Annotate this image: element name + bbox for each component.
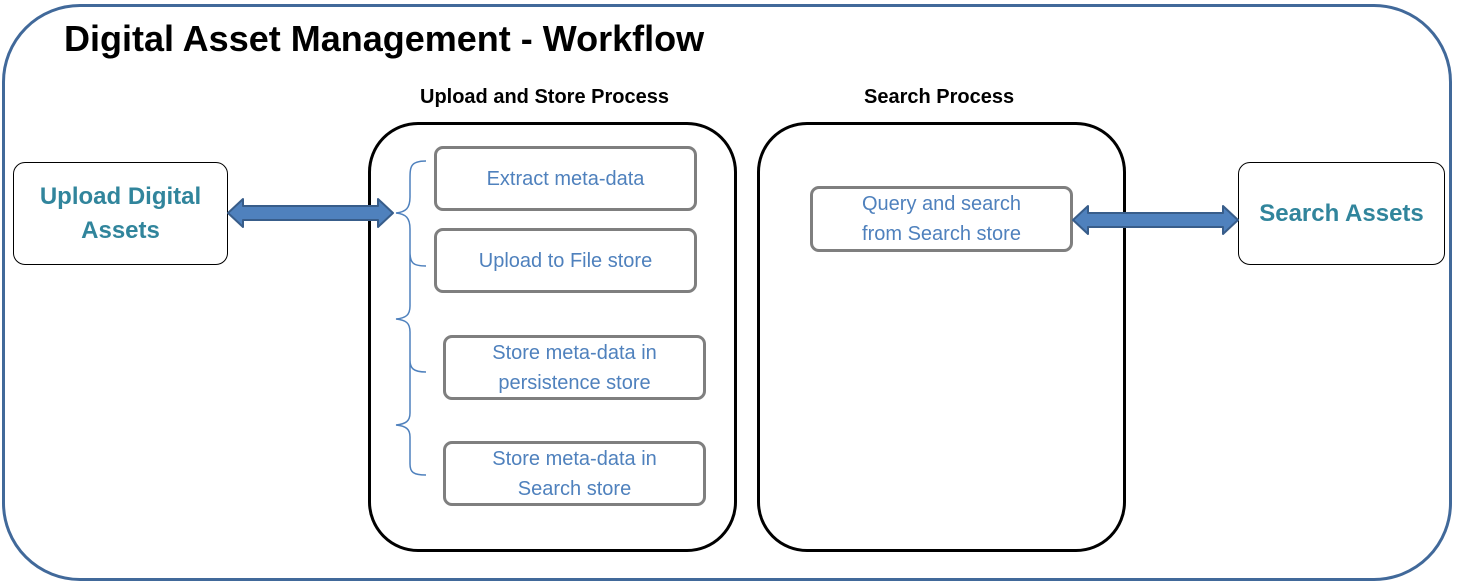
step-upload-to-file-store: Upload to File store: [434, 228, 697, 293]
upload-process-heading: Upload and Store Process: [420, 86, 669, 108]
upload-process-container: [368, 122, 737, 552]
search-process-heading: Search Process: [864, 86, 1015, 108]
diagram-frame: [2, 4, 1452, 581]
brace-connector: [395, 160, 427, 476]
search-double-arrow: [1072, 205, 1239, 235]
upload-double-arrow: [227, 198, 394, 228]
step-extract-meta-data: Extract meta-data: [434, 146, 697, 211]
diagram-title: Digital Asset Management - Workflow: [64, 18, 705, 59]
step-query-and-search: Query and search from Search store: [810, 186, 1073, 252]
search-process-container: [757, 122, 1126, 552]
step-store-meta-data-search: Store meta-data in Search store: [443, 441, 706, 506]
step-store-meta-data-persistence: Store meta-data in persistence store: [443, 335, 706, 400]
search-assets-box: Search Assets: [1238, 162, 1445, 265]
